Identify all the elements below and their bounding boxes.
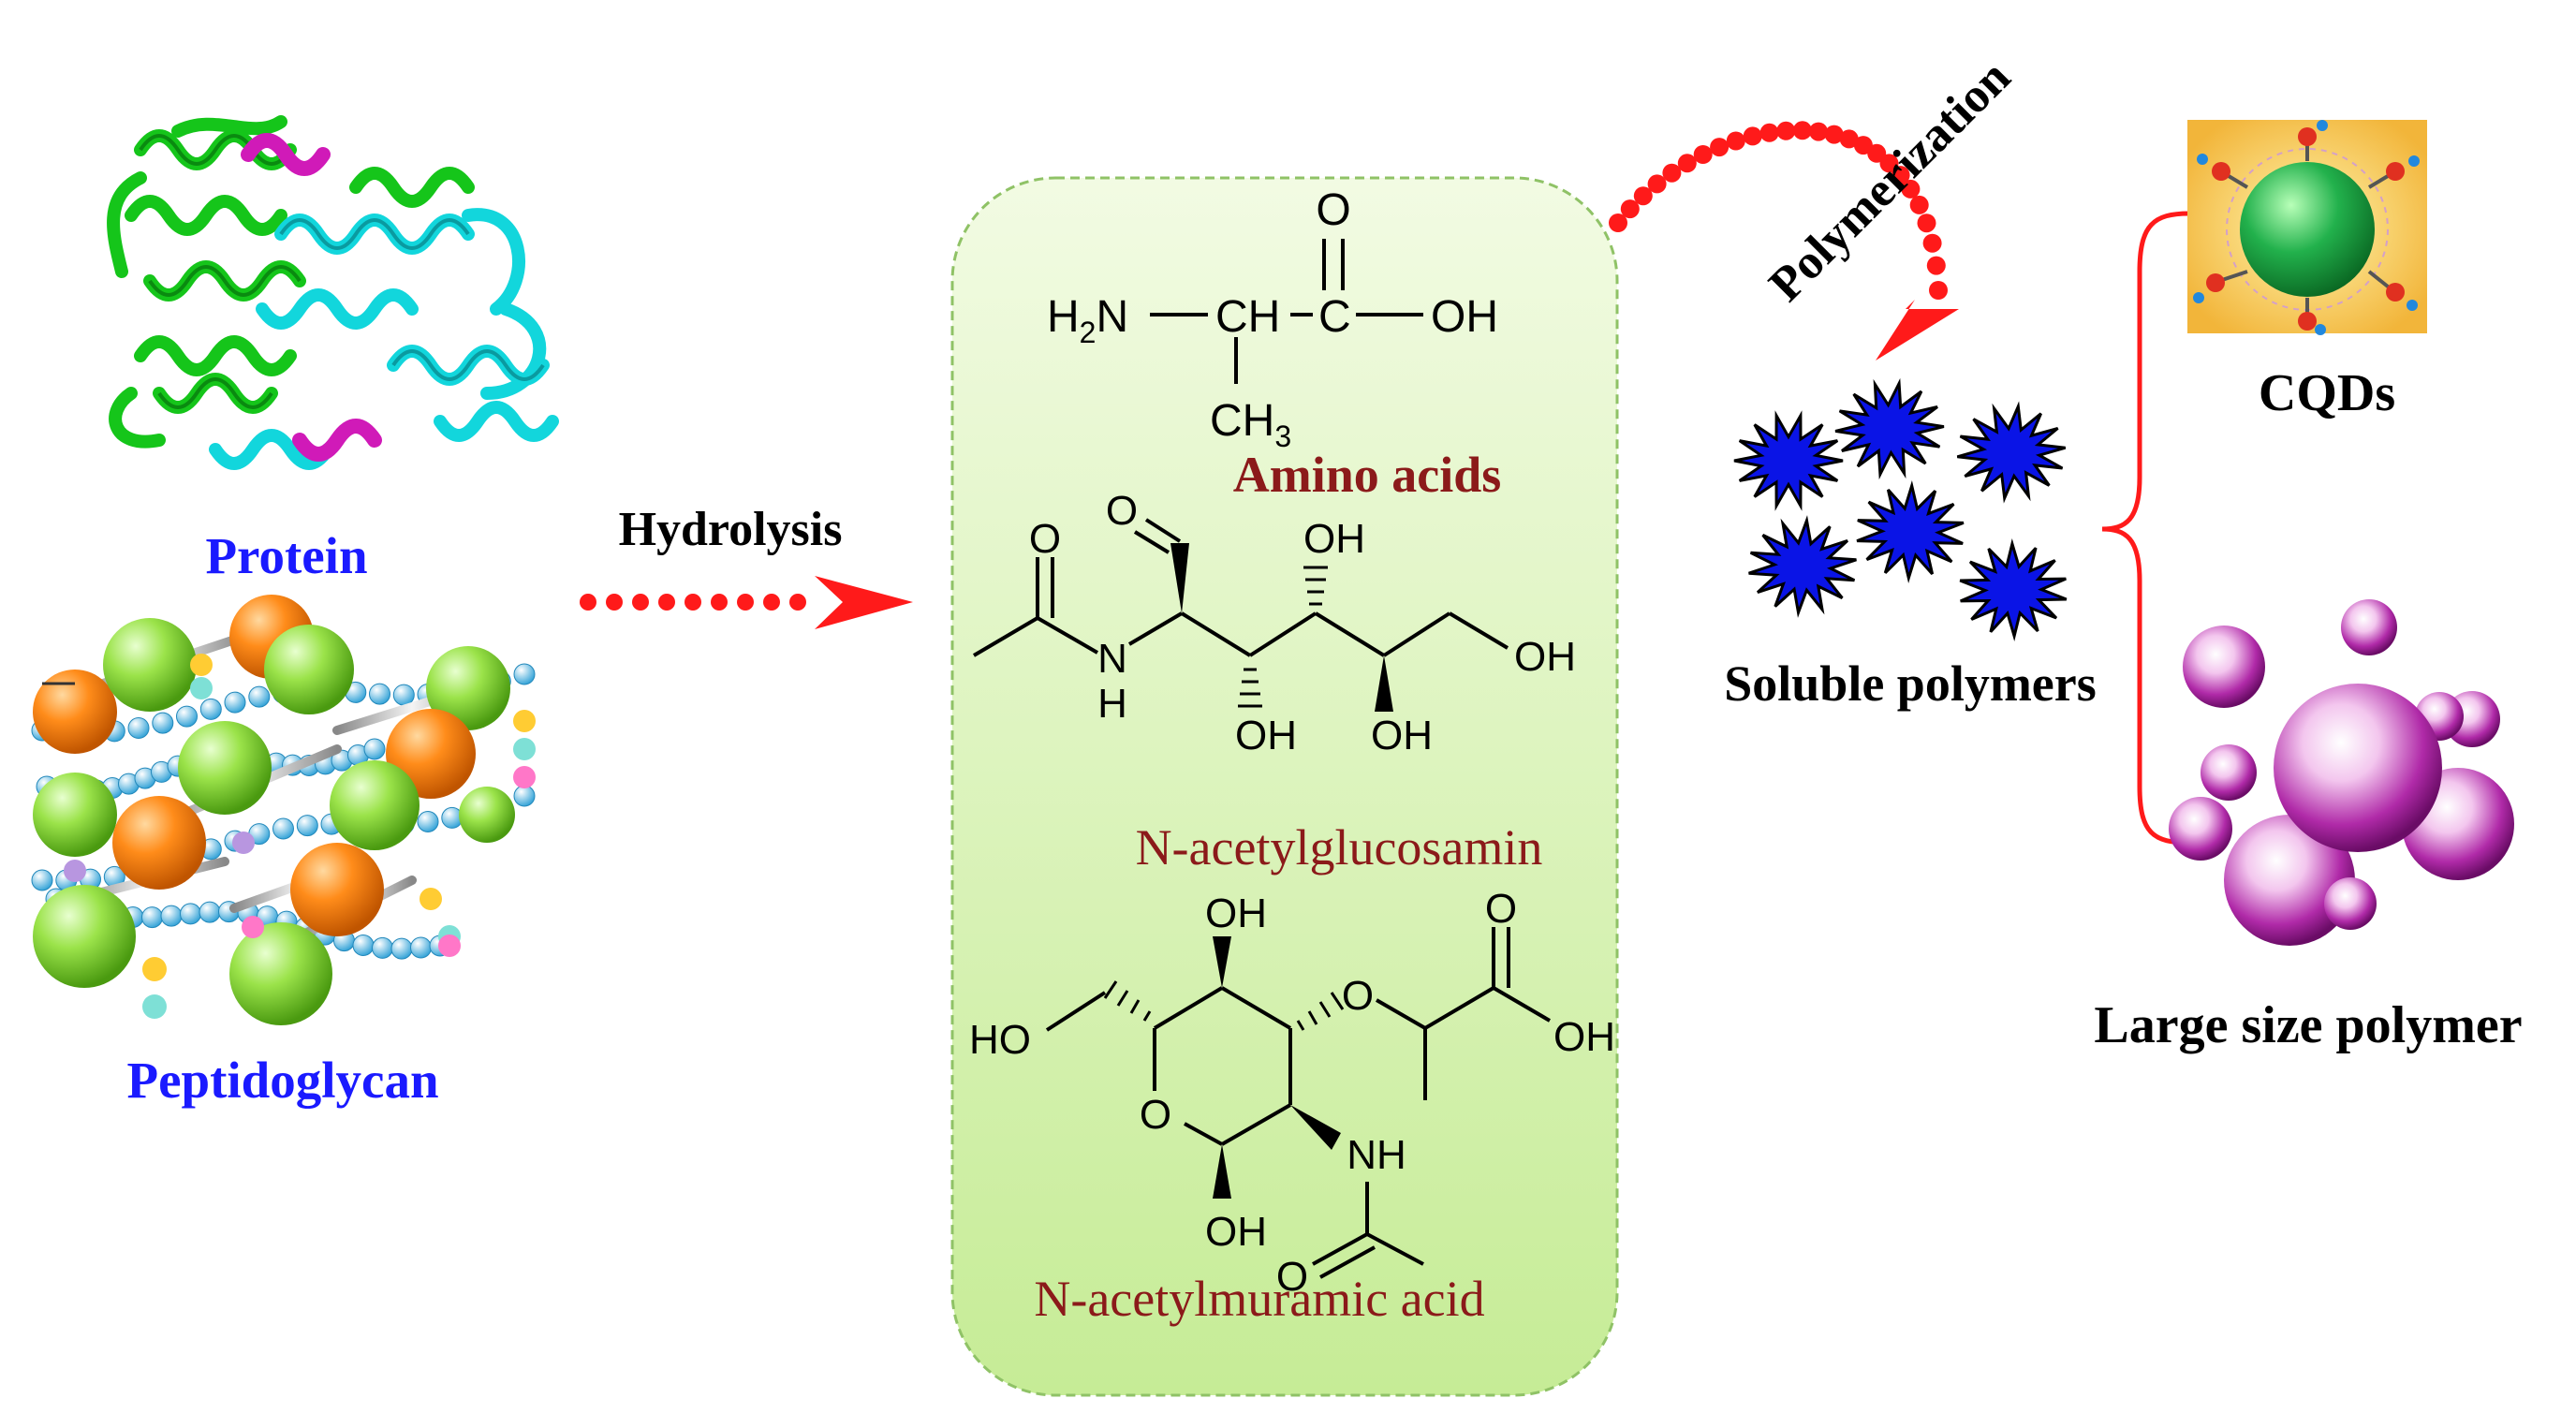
amino-ch3: CH3 — [1210, 396, 1291, 453]
polymerization-label: Polymerization — [1759, 51, 2021, 312]
glcnac-h: H — [1097, 681, 1127, 727]
amino-oh: OH — [1431, 292, 1498, 342]
soluble-polymers-label: Soluble polymers — [1724, 655, 2097, 712]
amino-acid-structure: O H2N CH C OH CH3 — [1047, 185, 1498, 453]
n-acetylmuramic-acid-structure: O OH HO O O OH NH O OH — [969, 886, 1615, 1300]
murnac-nh: NH — [1347, 1132, 1406, 1178]
glcnac-o-amide: O — [1029, 516, 1061, 562]
glcnac-oh-4: OH — [1514, 634, 1576, 680]
amino-h2n: H2N — [1047, 292, 1128, 349]
n-acetylglucosamine-structure: O N H O OH OH OH OH — [972, 488, 1576, 758]
glcnac-oh-3: OH — [1371, 713, 1433, 758]
polymer-star — [1748, 515, 1857, 618]
amino-o: O — [1316, 185, 1350, 235]
n-acetylmuramic-acid-label: N-acetylmuramic acid — [1034, 1271, 1484, 1327]
murnac-ho-left: HO — [969, 1017, 1031, 1063]
polymer-star — [1856, 479, 1965, 584]
hydrolysis-products-panel — [950, 176, 1619, 1397]
glcnac-o-aldehyde: O — [1106, 488, 1138, 534]
amino-ch: CH — [1215, 292, 1280, 342]
polymer-star — [1733, 410, 1844, 511]
murnac-o-ether: O — [1342, 973, 1374, 1019]
murnac-oh-bottom: OH — [1205, 1209, 1267, 1255]
peptidoglycan-label: Peptidoglycan — [126, 1052, 438, 1109]
polymerization-arrow — [1609, 121, 1959, 361]
soluble-polymer-particles — [1733, 377, 2068, 642]
cqd-image — [2187, 120, 2427, 335]
glcnac-oh-1: OH — [1235, 713, 1297, 758]
large-polymer-image — [2169, 599, 2514, 946]
amino-acids-label: Amino acids — [1233, 447, 1502, 503]
murnac-o-acid: O — [1485, 886, 1517, 932]
cqds-label: CQDs — [2259, 364, 2395, 422]
protein-structure-image — [107, 115, 559, 470]
protein-label: Protein — [205, 527, 367, 584]
product-branch-brace — [2101, 211, 2190, 846]
polymer-star — [1956, 401, 2067, 504]
hydrolysis-arrow — [580, 576, 913, 629]
murnac-oh-top: OH — [1205, 890, 1267, 936]
amino-c: C — [1318, 292, 1351, 342]
polymer-star — [1834, 377, 1945, 480]
glcnac-oh-2: OH — [1303, 516, 1365, 562]
n-acetylglucosamin-label: N-acetylglucosamin — [1136, 819, 1543, 876]
hydrolysis-label: Hydrolysis — [619, 503, 843, 556]
murnac-oh-acid: OH — [1553, 1014, 1615, 1060]
large-size-polymer-label: Large size polymer — [2094, 996, 2522, 1054]
glcnac-n: N — [1097, 636, 1127, 682]
peptidoglycan-structure-image — [31, 595, 536, 1025]
polymer-star — [1959, 537, 2068, 642]
murnac-o-amide: O — [1276, 1254, 1308, 1300]
murnac-o-ring: O — [1140, 1092, 1171, 1138]
